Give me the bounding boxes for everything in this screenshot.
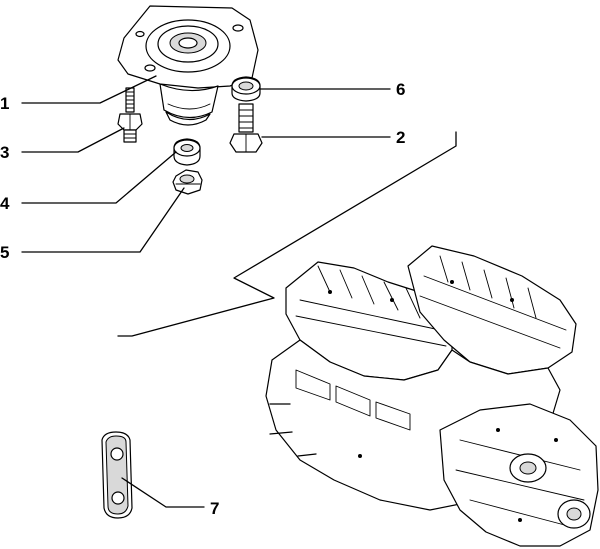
part-4-spacer[interactable]: [173, 138, 201, 166]
callout-2: 2: [396, 128, 405, 147]
leader-line-5: [21, 187, 185, 253]
part-1-mount-bracket[interactable]: [117, 5, 259, 126]
part-2-bolt[interactable]: [229, 103, 263, 153]
part-3-stud-bolt[interactable]: [117, 87, 143, 143]
callout-1: 1: [0, 94, 9, 113]
leader-line-7: [121, 477, 205, 508]
callout-labels: 1 2 3 4 5 6 7: [0, 80, 405, 518]
location-pointer-line: [117, 131, 457, 337]
part-6-washer[interactable]: [231, 76, 261, 102]
callout-5: 5: [0, 243, 9, 262]
part-5-nut[interactable]: [172, 169, 203, 195]
leader-line-1: [21, 75, 157, 104]
engine-gearbox-assembly: [265, 245, 599, 547]
callout-7: 7: [210, 499, 219, 518]
callout-4: 4: [0, 194, 10, 213]
callout-6: 6: [396, 80, 405, 99]
leader-line-3: [21, 127, 125, 153]
callout-3: 3: [0, 143, 9, 162]
leader-lines: [21, 75, 391, 508]
leader-line-4: [21, 151, 177, 204]
part-7-link-plate[interactable]: [101, 431, 133, 519]
